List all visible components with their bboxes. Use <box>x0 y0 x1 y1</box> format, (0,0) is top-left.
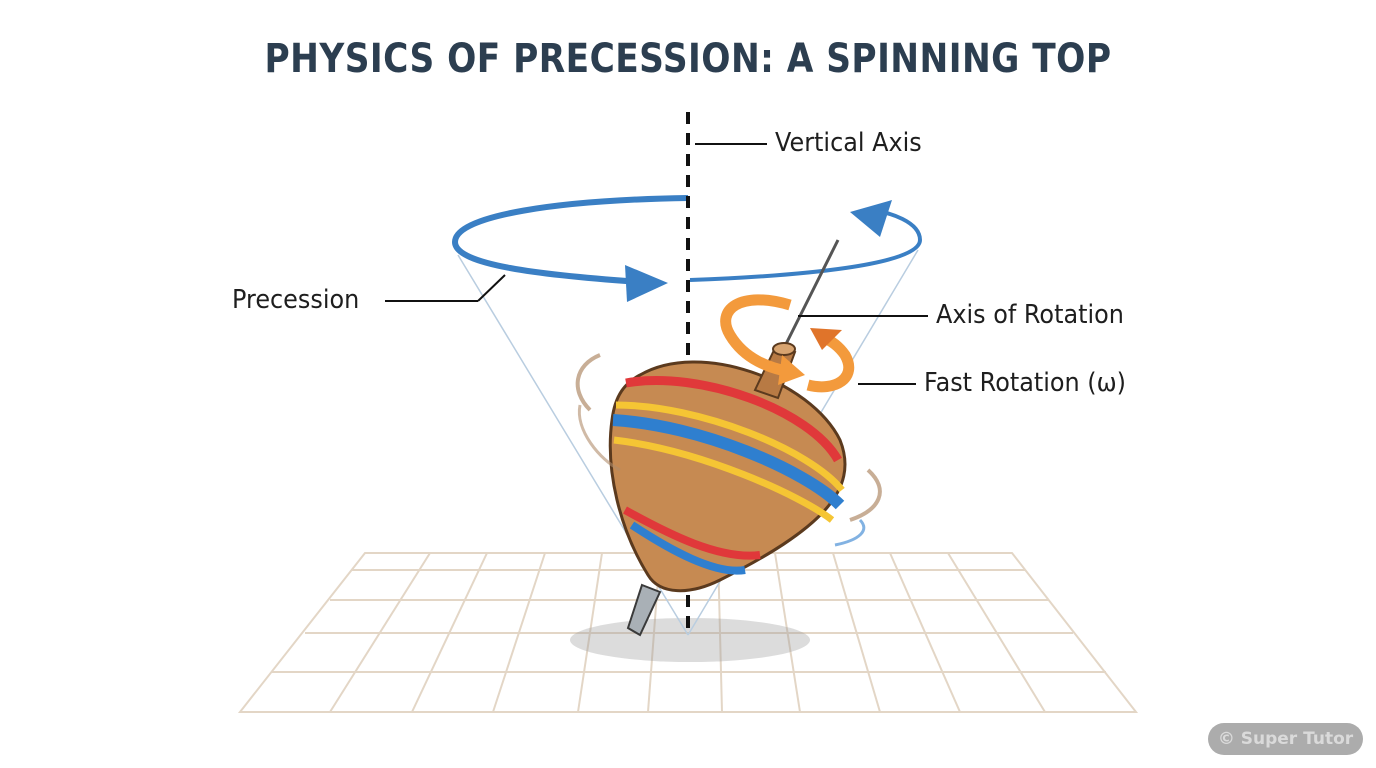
fast-rotation-arrow <box>720 294 855 393</box>
vertical-axis-label: Vertical Axis <box>775 128 922 158</box>
leader-lines <box>385 143 928 385</box>
fast-rotation-label: Fast Rotation (ω) <box>924 368 1127 398</box>
page-title: PHYSICS OF PRECESSION: A SPINNING TOP <box>264 36 1112 82</box>
precession-label: Precession <box>232 285 360 315</box>
rotation-axis-line <box>776 239 840 361</box>
precession-arrow <box>451 195 923 302</box>
watermark-badge: © Super Tutor <box>1208 723 1363 755</box>
axis-of-rotation-label: Axis of Rotation <box>936 300 1124 330</box>
